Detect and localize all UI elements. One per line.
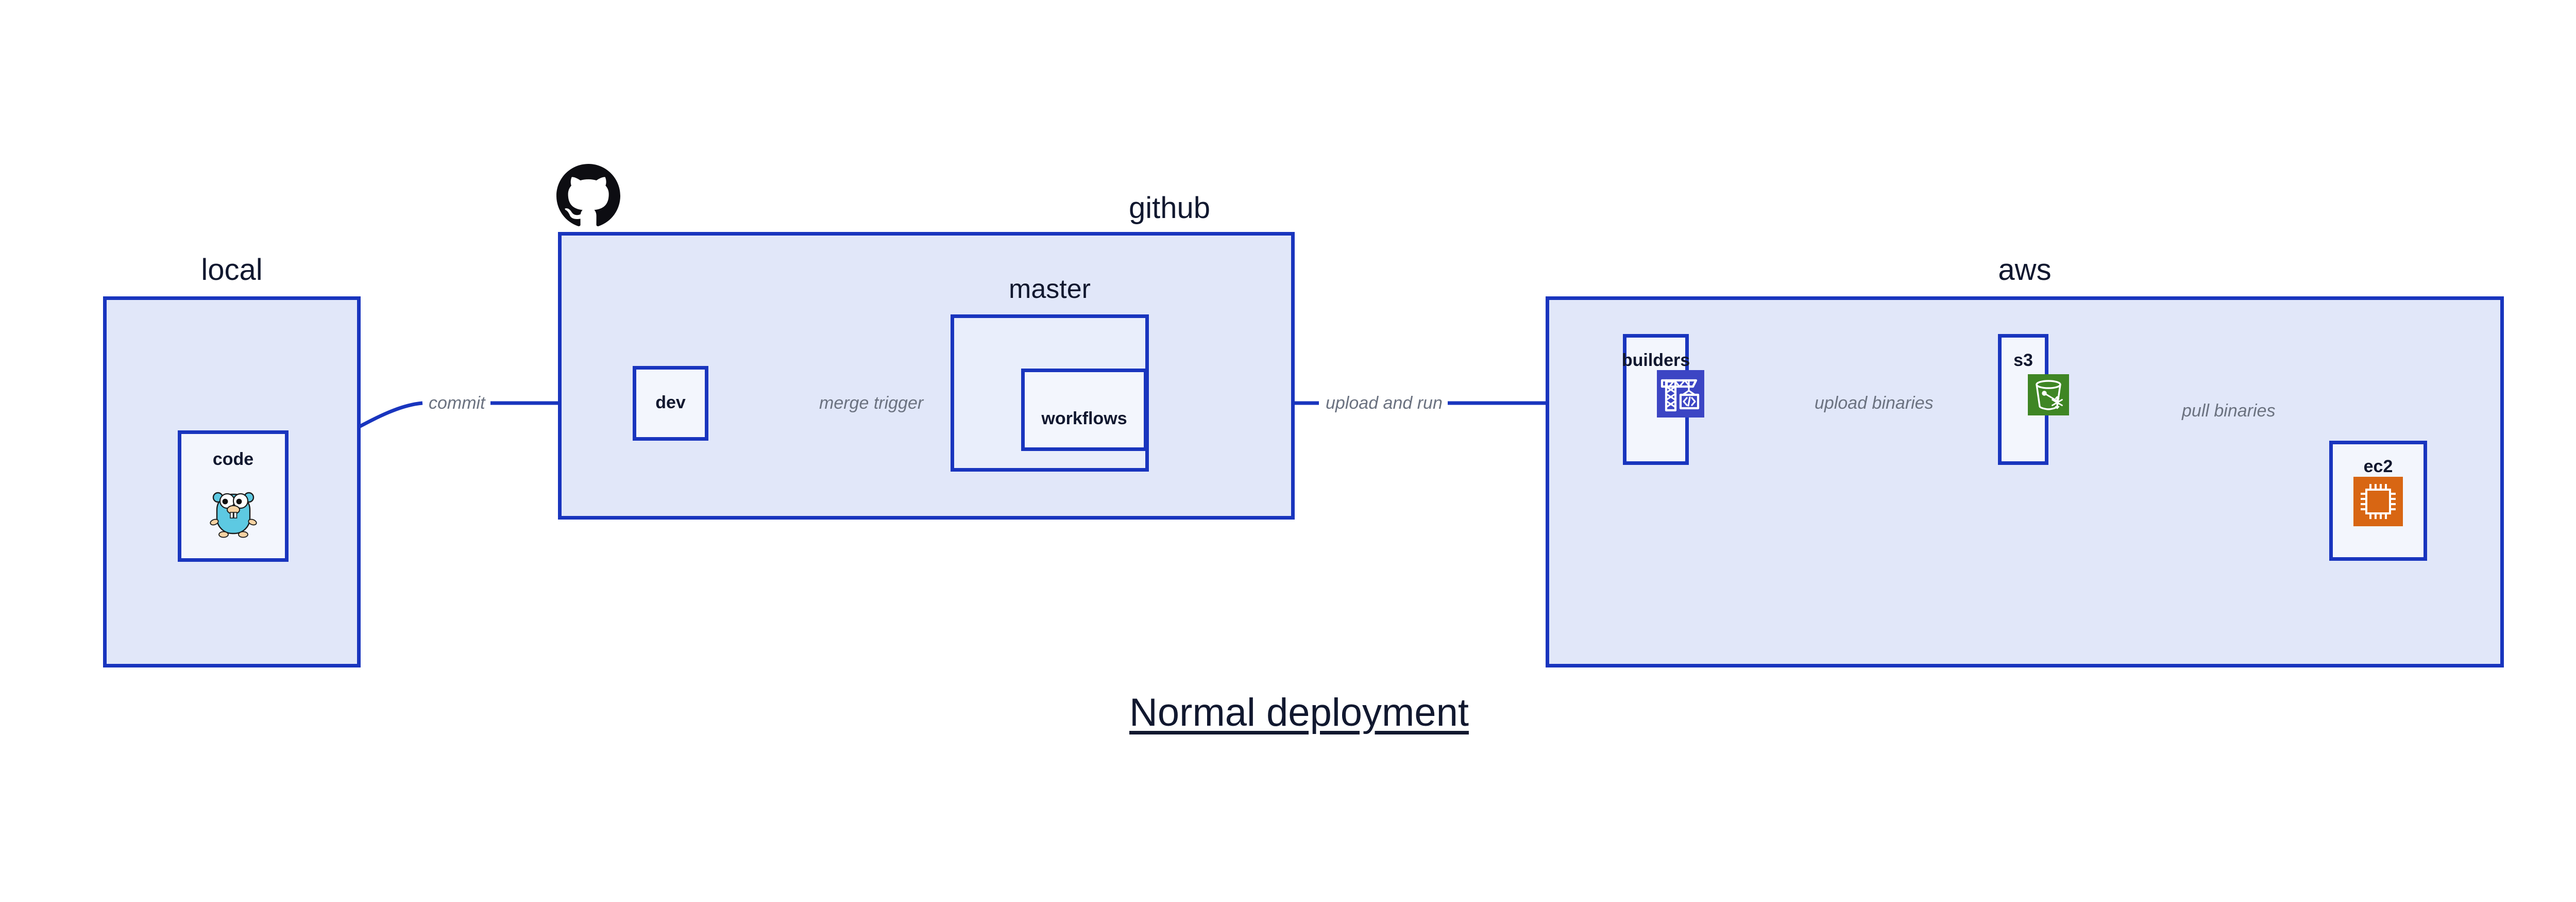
go-gopher-icon (210, 492, 257, 538)
github-octocat-icon (556, 164, 620, 226)
node-label-dev: dev (655, 393, 686, 412)
node-label-s3: s3 (2013, 350, 2033, 370)
subgroup-label-master: master (1009, 274, 1091, 304)
node-label-builders: builders (1621, 350, 1690, 370)
group-label-aws: aws (1998, 253, 2052, 287)
edge-label-pull-binaries: pull binaries (2177, 402, 2281, 420)
group-label-local: local (201, 253, 263, 287)
node-workflows[interactable] (1021, 369, 1147, 451)
aws-codebuild-crane-icon (1657, 370, 1704, 417)
aws-ec2-chip-icon (2353, 477, 2403, 526)
node-label-ec2: ec2 (2363, 457, 2393, 476)
edge-label-merge-trigger: merge trigger (814, 394, 929, 412)
node-dev[interactable] (633, 366, 708, 441)
group-label-github: github (1128, 191, 1211, 225)
edge-label-upload-binaries: upload binaries (1809, 394, 1939, 412)
node-label-workflows: workflows (1041, 409, 1127, 428)
edge-label-commit: commit (423, 394, 490, 412)
node-label-code: code (212, 449, 254, 469)
diagram-title: Normal deployment (1129, 691, 1469, 734)
edge-label-upload-and-run: upload and run (1320, 394, 1448, 412)
aws-s3-bucket-icon (2028, 374, 2069, 415)
